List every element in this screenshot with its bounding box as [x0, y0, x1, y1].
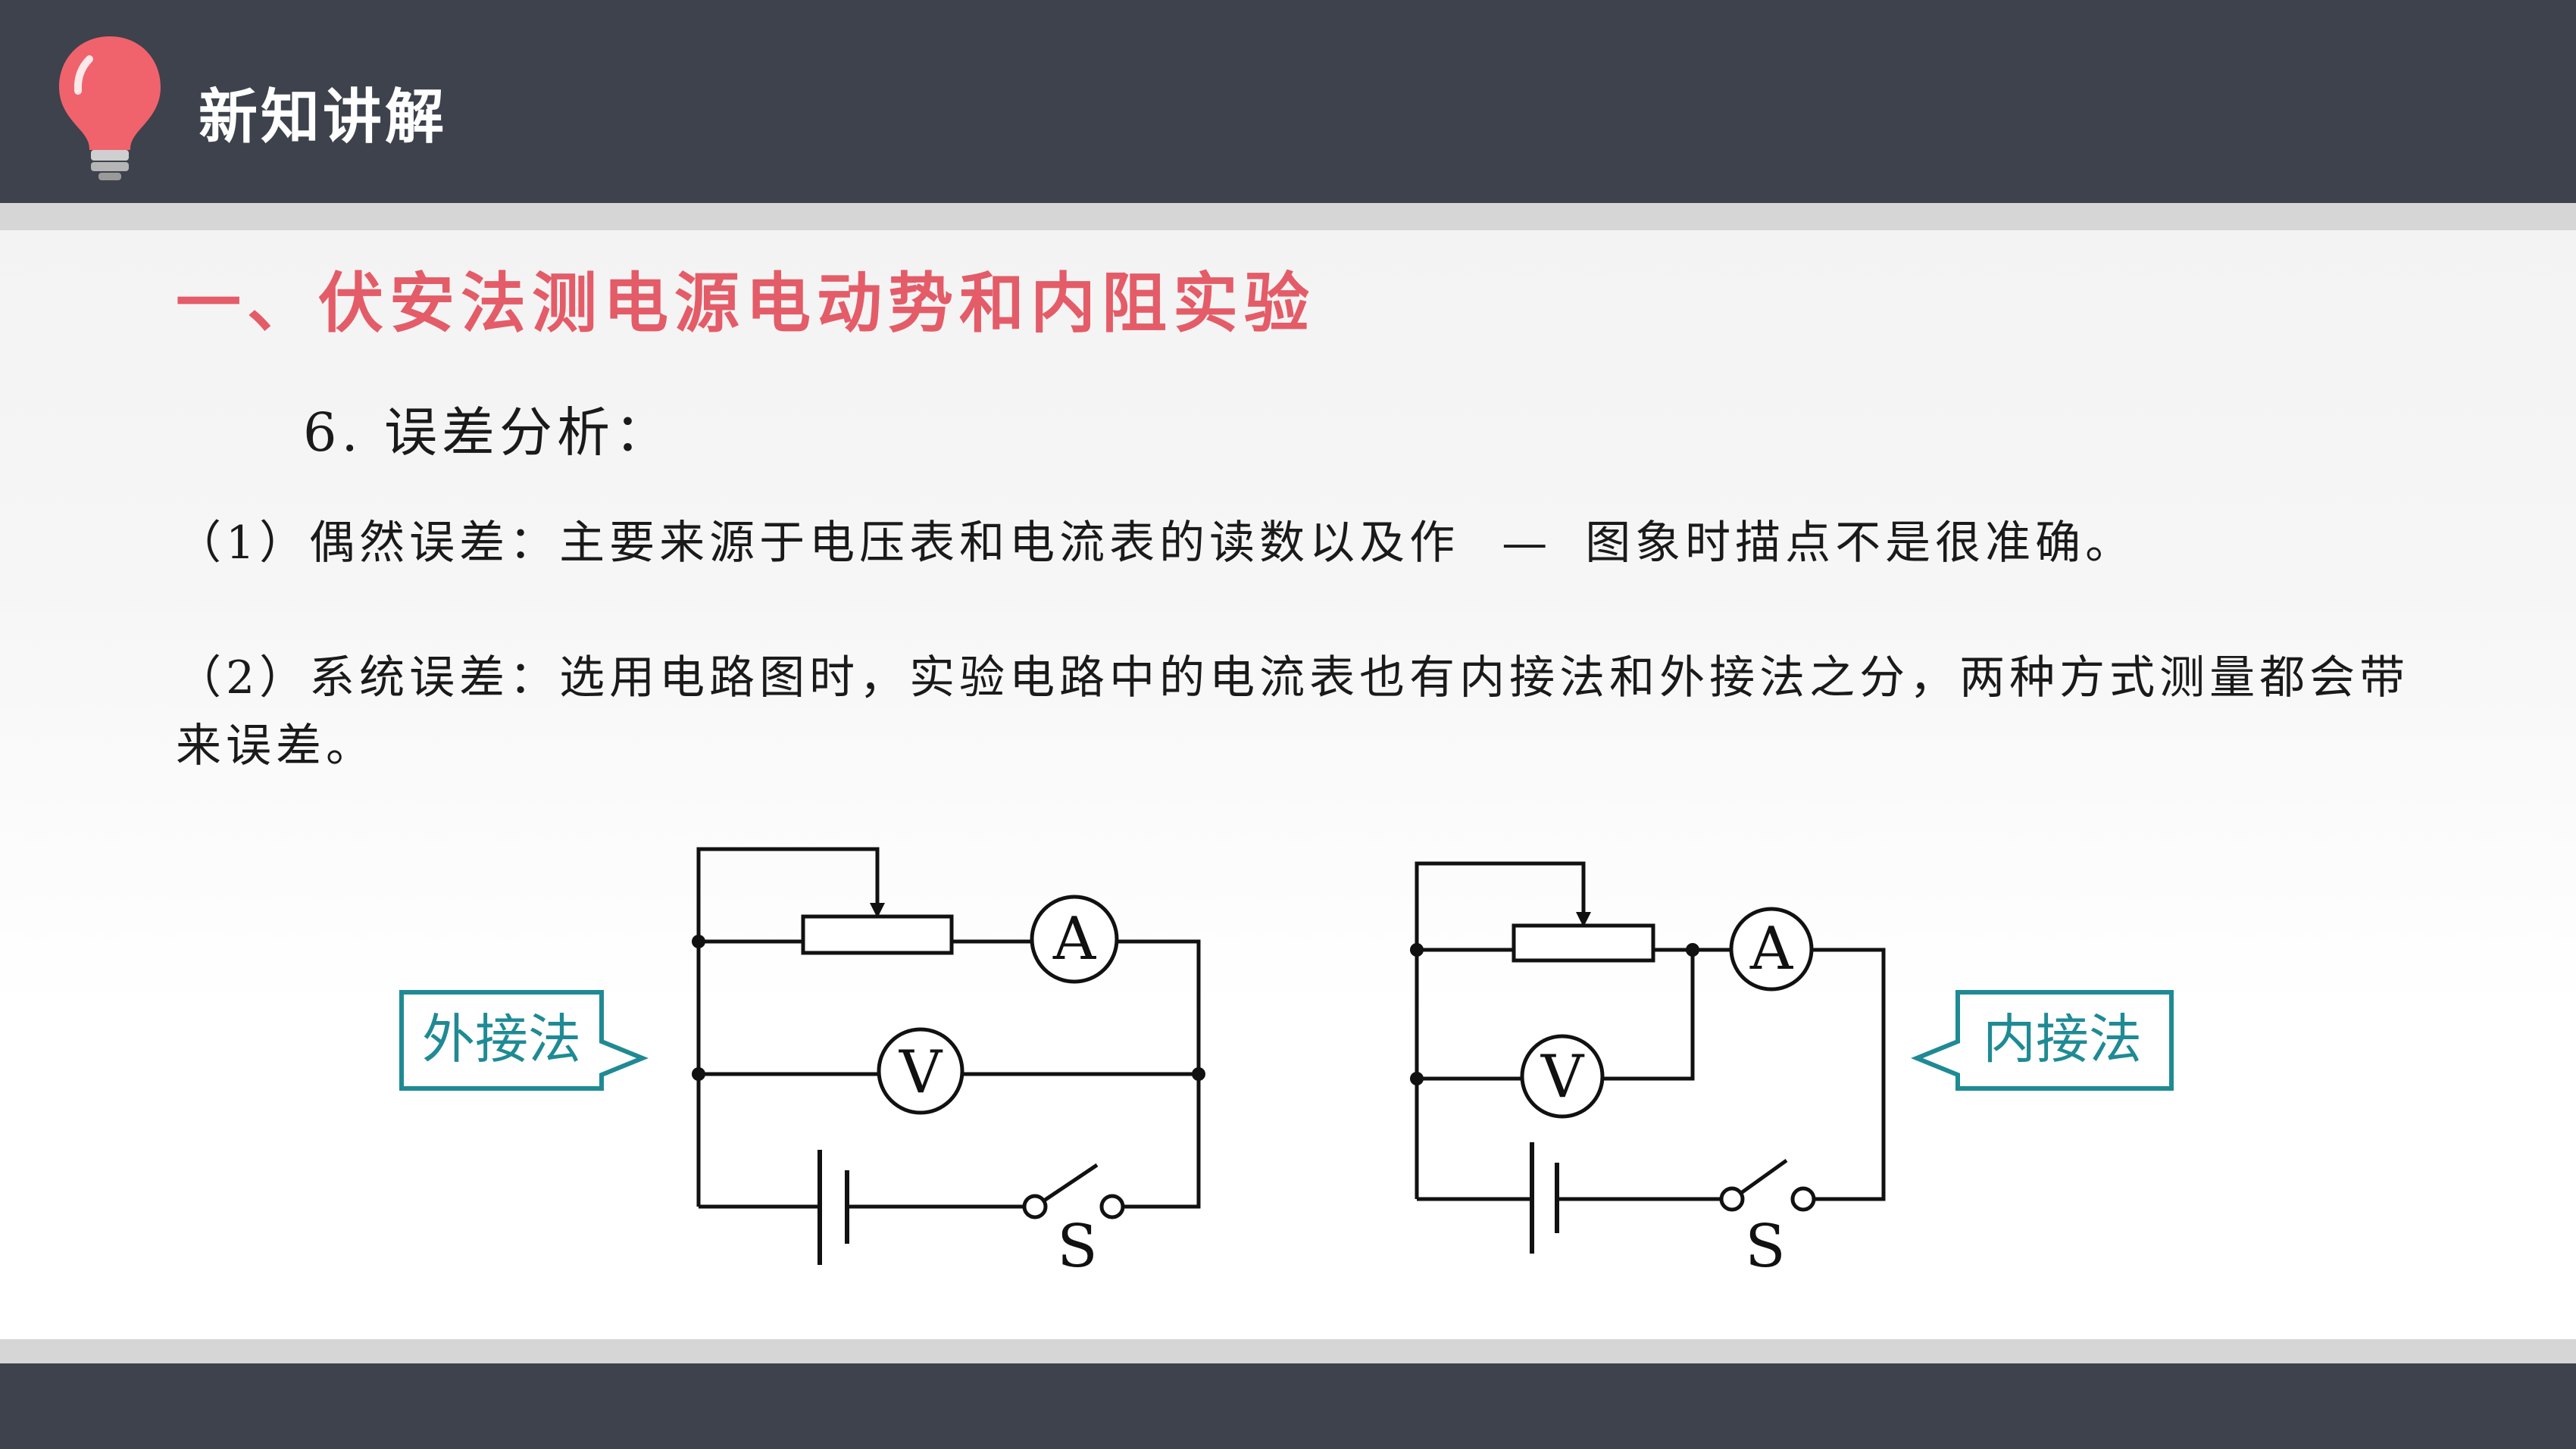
right-voltmeter	[1520, 1034, 1605, 1119]
paragraph-random-error: （1）偶然误差：主要来源于电压表和电流表的读数以及作 — 图象时描点不是很准确。	[176, 509, 2135, 577]
right-switch-label: S	[1745, 1213, 1785, 1281]
left-ammeter	[1030, 895, 1119, 984]
left-voltmeter	[877, 1027, 964, 1115]
paragraph-random-error-part2: 图象时描点不是很准确。	[1585, 517, 2136, 570]
paragraph-system-error: （2）系统误差：选用电路图时，实验电路中的电流表也有内接法和外接法之分，两种方式…	[176, 651, 2410, 773]
right-ammeter-label: A	[1749, 915, 1794, 983]
right-method-tag	[1911, 990, 2174, 1091]
right-method-tag-label: 内接法	[1983, 1008, 2142, 1070]
header-bar	[0, 0, 2576, 203]
right-switch-contact	[1719, 1186, 1745, 1212]
right-slider-arrow	[1576, 912, 1591, 927]
lightbulb-icon	[59, 36, 161, 180]
right-node	[1686, 943, 1699, 957]
left-slider-arrow	[870, 903, 885, 918]
left-voltmeter-label: V	[899, 1038, 943, 1107]
right-wire	[1802, 948, 1886, 1201]
paragraph-random-error-part1: （1）偶然误差：主要来源于电压表和电流表的读数以及作	[176, 517, 1460, 570]
footer-bar	[0, 1363, 2576, 1449]
footer-divider	[0, 1339, 2576, 1363]
right-circuit	[1410, 861, 1886, 1254]
right-voltmeter-label: V	[1540, 1043, 1585, 1111]
left-circuit	[692, 847, 1205, 1265]
left-switch-contact	[1099, 1194, 1125, 1219]
dash-mark: —	[1502, 517, 1552, 570]
section-title: 一、伏安法测电源电动势和内阻实验	[176, 266, 1315, 342]
left-switch-lever	[1043, 1163, 1099, 1203]
header-divider	[0, 203, 2576, 230]
right-node	[1410, 943, 1424, 957]
right-rheostat-slider-wire	[1415, 861, 1586, 950]
right-switch-contact	[1790, 1186, 1816, 1212]
left-rheostat	[801, 914, 954, 955]
right-node	[1410, 1072, 1424, 1085]
left-node	[692, 1067, 705, 1081]
right-wire	[1603, 950, 1695, 1081]
right-rheostat	[1512, 923, 1655, 963]
left-node	[1192, 1067, 1205, 1081]
left-node	[692, 935, 705, 948]
right-switch-lever	[1740, 1158, 1788, 1195]
left-method-tag-label: 外接法	[422, 1008, 581, 1070]
left-rheostat-slider-wire	[696, 847, 880, 942]
left-switch-contact	[1022, 1194, 1048, 1219]
left-ammeter-label: A	[1052, 905, 1097, 973]
header-title: 新知讲解	[199, 83, 448, 151]
subheading: 6. 误差分析：	[303, 401, 673, 464]
left-method-tag	[399, 990, 649, 1091]
left-switch-label: S	[1057, 1213, 1097, 1281]
